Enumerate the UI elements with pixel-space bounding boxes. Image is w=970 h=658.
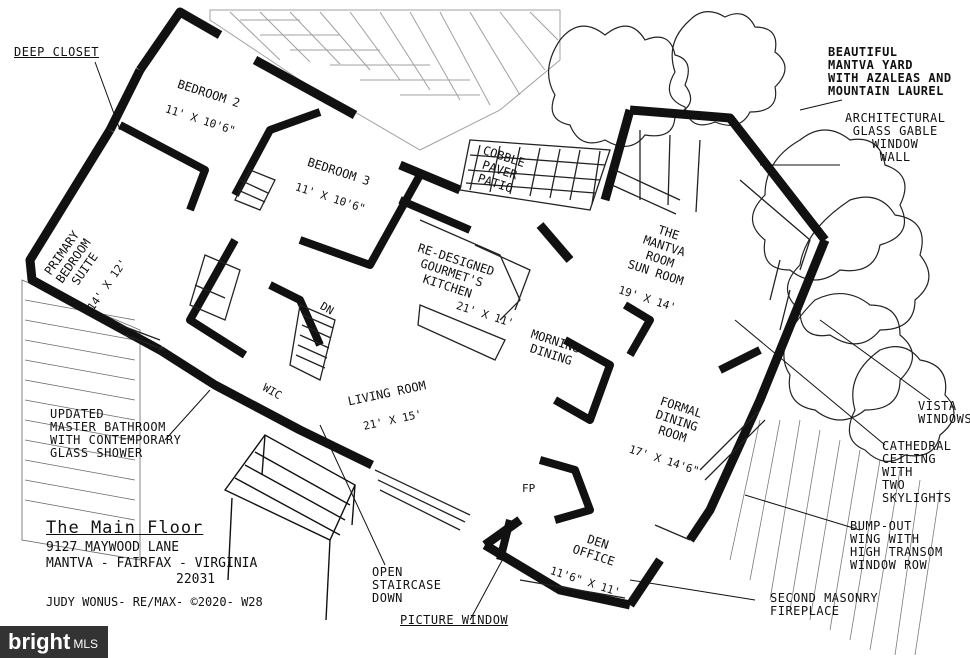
deck — [223, 434, 356, 621]
callout-yard: Beautiful Mantva Yard with Azaleas and M… — [828, 45, 952, 98]
room-morning-dining-name: Morning Dining — [528, 326, 582, 369]
room-living-dim: 21' x 15' — [362, 407, 424, 433]
callout-picture-window: Picture Window — [400, 613, 509, 627]
room-den-office-name: Den Office — [570, 532, 617, 569]
room-formal-dining-dim: 17' x 14'6" — [627, 442, 701, 478]
hatched-background — [209, 9, 561, 151]
watermark-suffix: MLS — [73, 637, 99, 651]
watermark-brand: bright — [8, 629, 71, 654]
callout-vista-windows: Vista Windows — [918, 399, 970, 426]
address-line-3: 22031 — [176, 572, 216, 587]
address-line-2: Mantva - Fairfax - Virginia — [46, 556, 258, 571]
callout-staircase: Open Staircase Down — [372, 565, 442, 605]
tree-scribbles — [548, 11, 955, 462]
room-formal-dining-name: Formal Dining Room — [653, 394, 704, 446]
callout-leaders — [94, 61, 931, 621]
callout-bathroom: Updated Master Bathroom with Contemporar… — [50, 407, 182, 460]
detail-lines — [119, 130, 811, 599]
callout-glass-gable: Architectural Glass Gable Window Wall — [845, 111, 946, 164]
room-bedroom-3-dim: 11' x 10'6" — [293, 180, 367, 216]
address-line-1: 9127 Maywood Lane — [46, 540, 180, 555]
room-kitchen-name: Re-designed Gourmet's Kitchen — [416, 240, 497, 301]
plan-title: The Main Floor — [46, 518, 204, 538]
room-fp: FP — [522, 482, 536, 495]
callout-deep-closet: Deep Closet — [14, 45, 99, 59]
bright-mls-watermark: bright MLS — [0, 626, 108, 658]
interior-walls — [118, 108, 762, 561]
callout-bump-out: Bump-out Wing with High Transom Window R… — [850, 519, 943, 572]
room-bedroom-3-name: Bedroom 3 — [305, 154, 372, 189]
title-block: The Main Floor 9127 Maywood Lane Mantva … — [46, 520, 306, 610]
ground-hatching — [729, 419, 941, 656]
exterior-walls — [25, 7, 830, 610]
room-bedroom-2-dim: 11' x 10'6" — [163, 102, 237, 138]
room-bedroom-2-name: Bedroom 2 — [175, 76, 242, 111]
credit-line: Judy Wonus- Re/Max- ©2020- W28 — [46, 595, 263, 609]
callout-cathedral: Cathedral Ceiling with Two Skylights — [882, 439, 952, 505]
room-mantva-dim: 19' x 14' — [616, 283, 678, 315]
room-living-name: Living Room — [346, 378, 428, 409]
room-den-office-dim: 11'6" x 11' — [548, 564, 622, 599]
callout-fireplace: Second Masonry Fireplace — [770, 591, 879, 618]
